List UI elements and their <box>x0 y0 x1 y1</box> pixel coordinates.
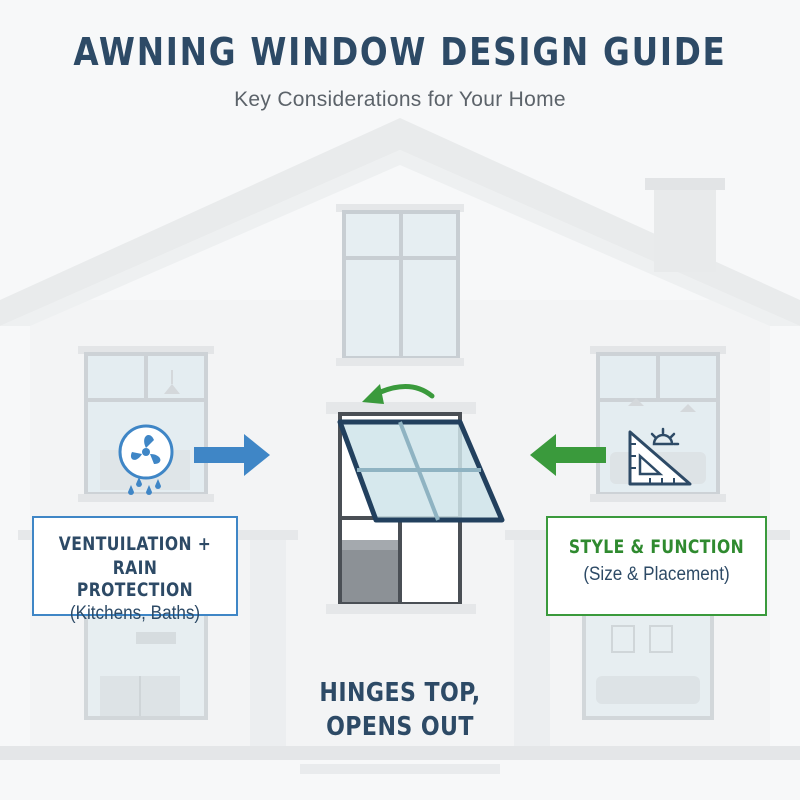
ruler-triangle-sun-icon <box>628 427 692 486</box>
open-direction-arrow <box>373 384 435 399</box>
lower-right-window <box>582 610 714 720</box>
ventilation-callout: VENTUILATION + RAIN PROTECTION (Kitchens… <box>32 516 238 624</box>
style-function-callout-line2: (Size & Placement) <box>583 564 730 585</box>
left-arrow-head <box>244 434 270 476</box>
step <box>300 764 500 774</box>
hinge-label: HINGES TOP, OPENS OUT <box>315 676 485 744</box>
ventilation-callout-line1: VENTUILATION + <box>58 533 212 555</box>
right-arrow-head <box>530 434 556 476</box>
top-window <box>336 204 464 366</box>
hinge-label-line2: OPENS OUT <box>326 712 474 742</box>
style-function-callout-line1: STYLE & FUNCTION <box>568 536 745 558</box>
page-subtitle: Key Considerations for Your Home <box>234 88 566 111</box>
style-function-callout: STYLE & FUNCTION (Size & Placement) <box>546 516 767 616</box>
chimney <box>654 186 716 272</box>
foundation <box>0 746 800 760</box>
right-arrow-shaft <box>554 447 606 463</box>
ventilation-callout-line3: (Kitchens, Baths) <box>69 603 201 624</box>
lower-left-window <box>84 610 208 720</box>
open-direction-arrowhead <box>362 384 384 404</box>
awning-window <box>326 402 505 614</box>
left-arrow-shaft <box>194 447 246 463</box>
right-column <box>514 540 550 750</box>
hinge-label-line1: HINGES TOP, <box>319 678 481 708</box>
fan-icon <box>118 424 174 495</box>
ventilation-callout-line2: RAIN PROTECTION <box>76 557 194 601</box>
page-title: AWNING WINDOW DESIGN GUIDE <box>73 30 727 74</box>
left-column <box>250 540 286 750</box>
chimney-cap <box>645 178 725 190</box>
